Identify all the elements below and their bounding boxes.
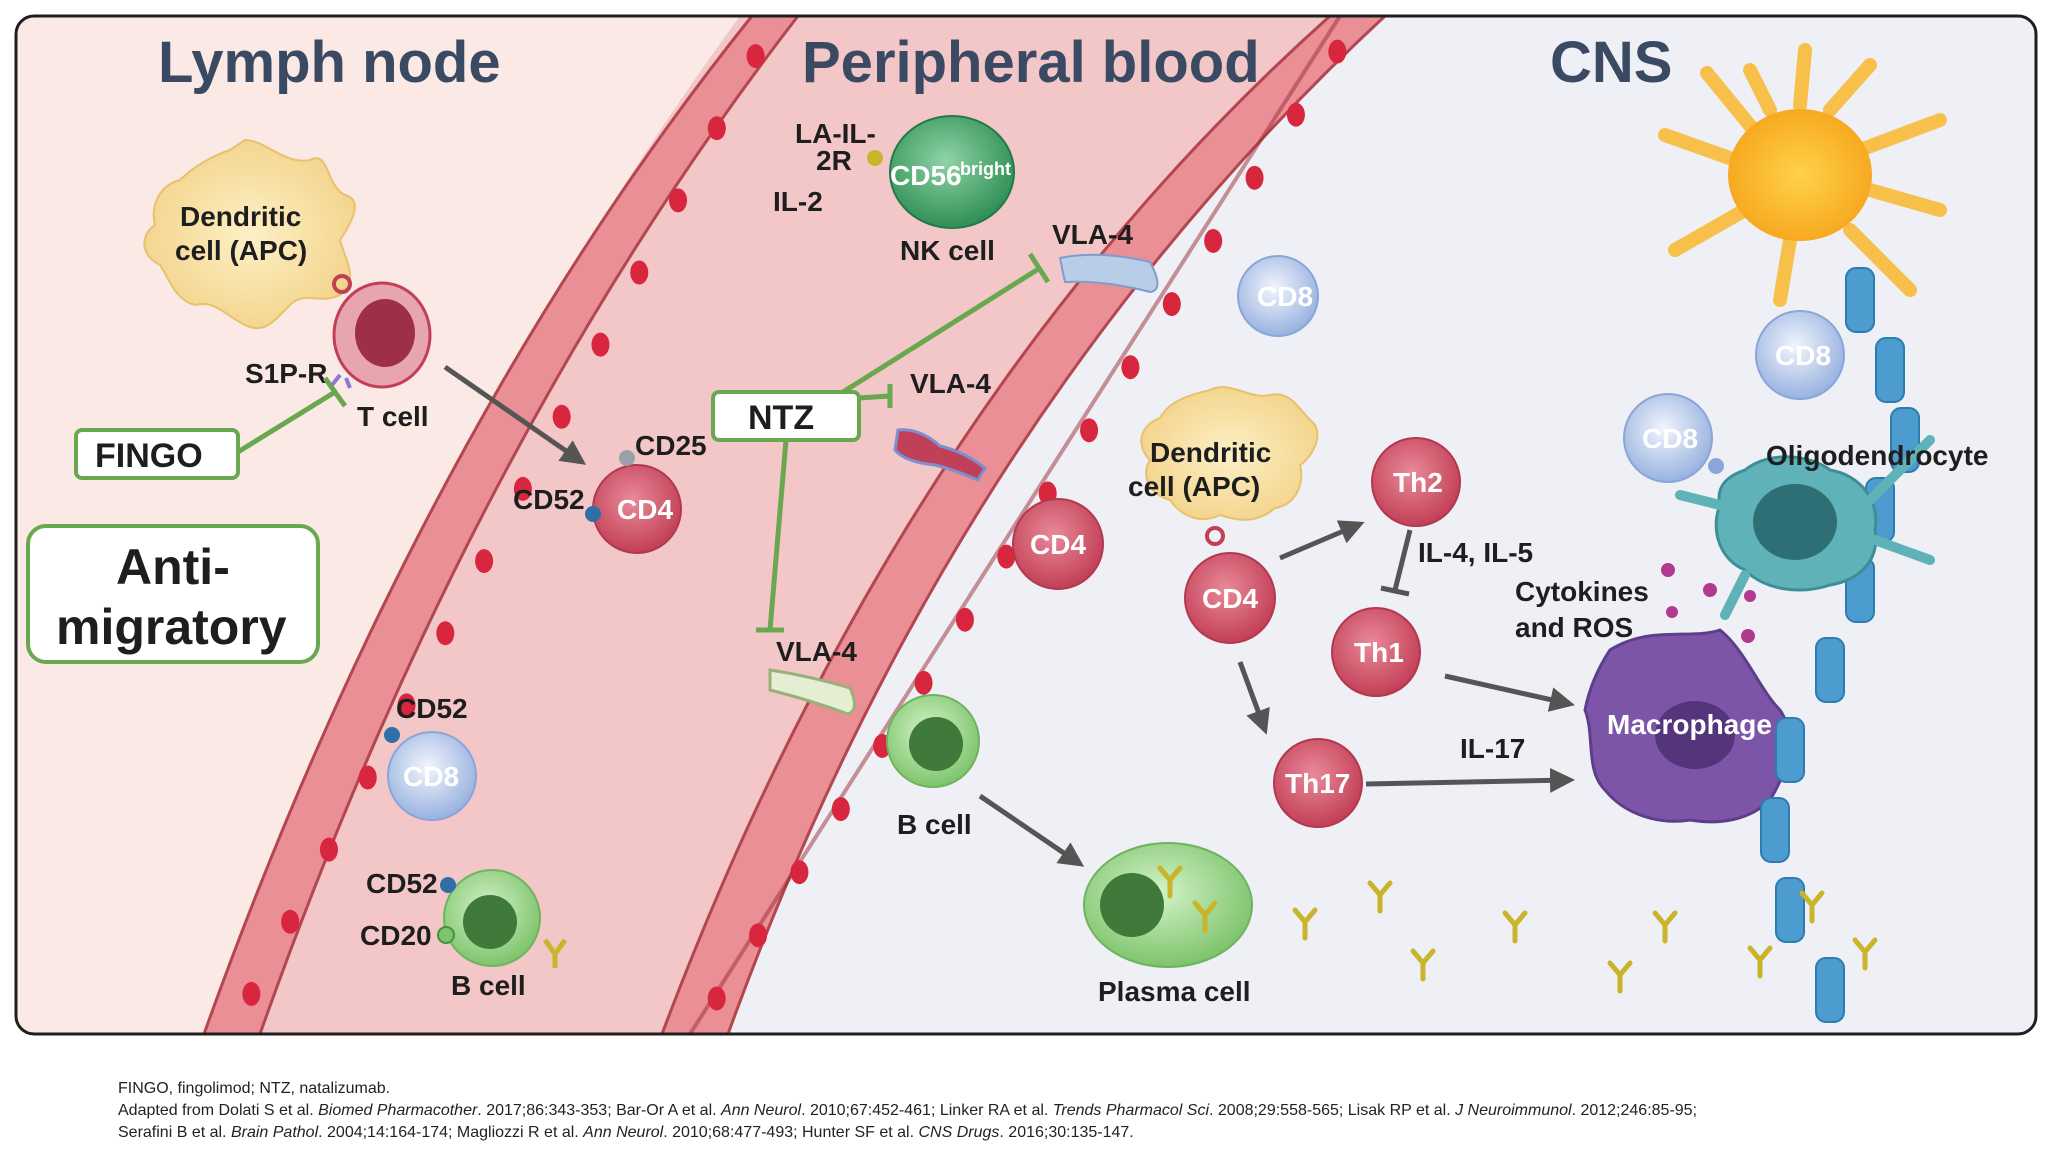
b-cell-cns-label: B cell — [897, 809, 972, 840]
ntz-inhibition-top — [841, 252, 1051, 395]
b-cell-cns — [886, 694, 980, 788]
peripheral-blood-title: Peripheral blood — [802, 30, 1260, 95]
s1pr-label: S1P-R — [245, 358, 327, 389]
th17-cell: Th17 — [1273, 738, 1363, 828]
la-il-label: LA-IL- — [795, 118, 876, 149]
il2-label: IL-2 — [773, 186, 823, 217]
cd52-label-cd4: CD52 — [513, 484, 585, 515]
th2-cell: Th2 — [1371, 437, 1461, 527]
svg-text:CD8: CD8 — [403, 761, 459, 792]
il4-il5-label: IL-4, IL-5 — [1418, 537, 1533, 568]
svg-text:CD4: CD4 — [1030, 529, 1086, 560]
svg-text:FINGO: FINGO — [95, 437, 203, 475]
fingo-inhibition-line — [236, 376, 348, 455]
macrophage-label: Macrophage — [1607, 709, 1772, 740]
cd4-cell-cns-free: CD4 — [1012, 498, 1104, 590]
cytokines-label-2: and ROS — [1515, 612, 1633, 643]
th2-inhibits-th1 — [1380, 529, 1413, 597]
svg-text:Th1: Th1 — [1354, 637, 1404, 668]
anti-migratory-box: Anti- migratory — [26, 524, 320, 664]
cd8-cell-cns-1: CD8 — [1237, 255, 1319, 337]
svg-text:CD8: CD8 — [1775, 340, 1831, 371]
astrocyte — [1658, 43, 1947, 307]
cd8-cell-cns-3: CD8 — [1623, 393, 1724, 483]
svg-text:CD8: CD8 — [1642, 423, 1698, 454]
th1-cell: Th1 — [1331, 607, 1421, 697]
svg-text:NTZ: NTZ — [748, 399, 814, 437]
plasma-cell-label: Plasma cell — [1098, 976, 1251, 1007]
dendritic-cell-cns-label-2: cell (APC) — [1128, 471, 1260, 502]
svg-text:migratory: migratory — [56, 599, 287, 655]
cns-title: CNS — [1550, 30, 1672, 95]
svg-text:CD56: CD56 — [890, 160, 962, 191]
references: FINGO, fingolimod; NTZ, natalizumab. Ada… — [118, 1078, 1998, 1144]
il17-label: IL-17 — [1460, 733, 1525, 764]
cd4-cell-cns: CD4 — [1184, 526, 1276, 644]
t-cell-label: T cell — [357, 401, 429, 432]
dendritic-cell-cns — [1140, 386, 1319, 521]
bcell-to-plasma-arrow — [978, 793, 1085, 867]
t-cell-to-cd4-arrow — [443, 364, 587, 465]
cd8-cell-cns-2: CD8 — [1755, 310, 1845, 400]
adhesion-molecule-top — [1058, 253, 1159, 294]
dendritic-cell-lymph-label-1: Dendritic — [180, 201, 301, 232]
endothelial-nuclei — [242, 39, 1347, 1011]
cd52-label-cd8: CD52 — [396, 693, 468, 724]
reference-line-3: Serafini B et al. Brain Pathol. 2004;14:… — [118, 1124, 1134, 1141]
b-cell-lymph-label: B cell — [451, 970, 526, 1001]
ros-particles — [1661, 563, 1756, 652]
abbreviations-line: FINGO, fingolimod; NTZ, natalizumab. — [118, 1080, 391, 1097]
adhesion-molecule-low — [768, 668, 856, 716]
nk-cell: CD56 bright — [867, 115, 1015, 229]
th1-to-macrophage-arrow — [1444, 673, 1575, 712]
cytokines-label-1: Cytokines — [1515, 576, 1649, 607]
ntz-drug-box: NTZ — [711, 390, 861, 442]
th17-to-macrophage-arrow — [1365, 767, 1575, 793]
oligodendrocyte-cell — [1675, 435, 1935, 620]
cd4-to-th17-arrow — [1237, 661, 1270, 735]
plasma-cell — [1083, 842, 1253, 968]
cd4-to-th2-arrow — [1279, 520, 1365, 561]
adhesion-molecule-mid — [893, 428, 987, 482]
oligodendrocyte-label: Oligodendrocyte — [1766, 440, 1988, 471]
svg-text:Anti-: Anti- — [116, 539, 230, 595]
svg-text:Th2: Th2 — [1393, 467, 1443, 498]
dendritic-cell-lymph-label-2: cell (APC) — [175, 235, 307, 266]
svg-text:Th17: Th17 — [1285, 768, 1350, 799]
fingo-drug-box: FINGO — [74, 428, 240, 480]
cd25-label: CD25 — [635, 430, 707, 461]
macrophage — [1583, 628, 1792, 824]
b-cell-lymph — [437, 869, 568, 968]
cd20-label: CD20 — [360, 920, 432, 951]
cd52-label-bcell: CD52 — [366, 868, 438, 899]
lymph-node-title: Lymph node — [158, 30, 501, 95]
svg-text:CD8: CD8 — [1257, 281, 1313, 312]
svg-text:CD4: CD4 — [617, 494, 673, 525]
ntz-inhibition-low — [756, 439, 789, 633]
dendritic-cell-cns-label-1: Dendritic — [1150, 437, 1271, 468]
bright-superscript: bright — [960, 159, 1011, 179]
vla4-label-top: VLA-4 — [1052, 219, 1133, 250]
nk-cell-label: NK cell — [900, 235, 995, 266]
vla4-label-mid: VLA-4 — [910, 368, 991, 399]
dendritic-cell-lymph — [143, 138, 356, 330]
cd8-cell-lymph: CD8 — [384, 727, 477, 821]
reference-line-2: Adapted from Dolati S et al. Biomed Phar… — [118, 1102, 1698, 1119]
vla4-label-low: VLA-4 — [776, 636, 857, 667]
ntz-inhibition-mid — [858, 384, 893, 408]
cd4-cell-blood: CD4 — [585, 450, 682, 554]
two-r-label: 2R — [816, 145, 852, 176]
svg-text:CD4: CD4 — [1202, 583, 1258, 614]
t-cell-lymph — [330, 274, 432, 389]
frame-border — [14, 14, 2038, 1036]
antibodies — [1157, 865, 1878, 994]
